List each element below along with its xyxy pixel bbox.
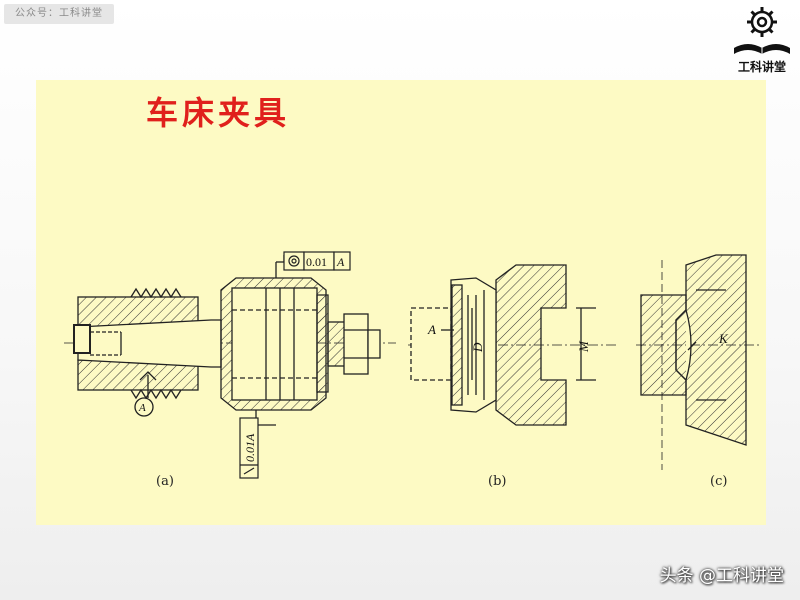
figure-b [408, 264, 616, 426]
figure-c [636, 254, 761, 470]
datum-a-label: A [138, 402, 146, 414]
slide: 车床夹具 [36, 80, 766, 525]
b-label-a: A [427, 322, 436, 337]
b-label-d: D [470, 342, 485, 353]
logo: 工科讲堂 [726, 4, 798, 74]
figure-a [64, 255, 396, 426]
gear-book-icon [734, 7, 790, 54]
watermark: 头条 @工科讲堂 [659, 566, 784, 586]
tol-top-value: 0.01 [306, 255, 327, 269]
technical-drawing: 0.01 A 0.01A A [64, 251, 761, 479]
logo-text: 工科讲堂 [737, 60, 786, 74]
caption-b: (b) [488, 474, 507, 489]
tolerance-frame-top [283, 251, 351, 271]
b-label-m: M [576, 340, 591, 353]
account-tag: 公众号：工科讲堂 [4, 4, 114, 24]
caption-a: (a) [156, 474, 174, 489]
caption-c: (c) [710, 474, 728, 489]
tolerance-frame-side [239, 417, 259, 479]
tol-top-datum: A [336, 255, 345, 269]
tol-side-label: 0.01A [243, 433, 257, 462]
c-label-k: K [718, 331, 729, 346]
slide-title: 车床夹具 [146, 94, 291, 132]
